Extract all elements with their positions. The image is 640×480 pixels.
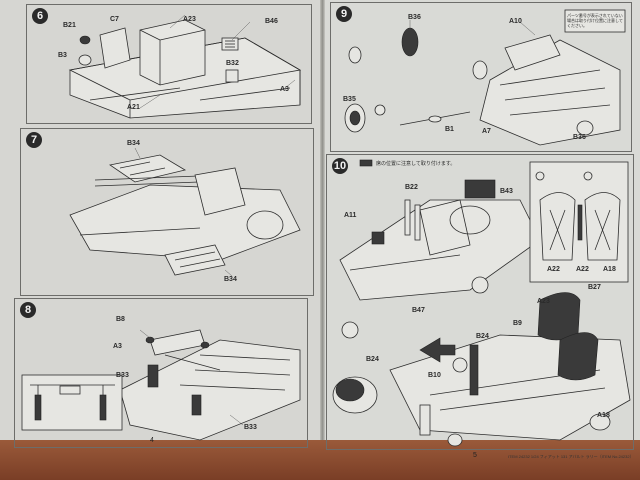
part-label: A23 [183, 16, 196, 23]
table-surface [0, 440, 640, 480]
step-9-panel [330, 2, 632, 152]
step-7-chassis [69, 147, 301, 277]
step-9-note: パーツ番号が表示されていない場合は取り付け位置に注意してください。 [567, 13, 623, 28]
part-label: B22 [405, 184, 418, 191]
step-9-chassis [344, 20, 621, 146]
part-label: B47 [412, 307, 425, 314]
step-8-badge: 8 [20, 302, 36, 318]
part-label: B10 [428, 372, 441, 379]
part-label: B43 [500, 188, 513, 195]
part-label: B36 [408, 14, 421, 21]
step-7-panel [20, 128, 314, 296]
step-10-note: 席の位置に注意して取り付けます。 [376, 161, 456, 167]
part-label: A18 [603, 266, 616, 273]
left-page-number: 4 [150, 437, 154, 444]
part-label: C7 [110, 16, 119, 23]
part-label: B1 [445, 126, 454, 133]
part-label: A22 [576, 266, 589, 273]
step-10-seat-diagrams [535, 171, 621, 261]
part-label: B24 [366, 356, 379, 363]
part-label: A22 [547, 266, 560, 273]
step-8-inset-drawing [30, 384, 115, 421]
part-label: B3 [58, 52, 67, 59]
part-label: B24 [476, 333, 489, 340]
part-label: A3 [113, 343, 122, 350]
step-6-panel [26, 4, 312, 124]
part-label: A10 [509, 18, 522, 25]
part-label: B34 [224, 276, 237, 283]
part-label: B9 [513, 320, 522, 327]
direction-arrow [419, 337, 456, 363]
step-10-badge: 10 [332, 158, 348, 174]
part-label: A7 [482, 128, 491, 135]
part-label: B36 [573, 134, 586, 141]
step-8-panel [14, 298, 308, 448]
step-8-suspension [119, 329, 301, 441]
step-9-badge: 9 [336, 6, 352, 22]
step-7-badge: 7 [26, 132, 42, 148]
right-page-number: 5 [473, 452, 477, 459]
part-label: B46 [265, 18, 278, 25]
part-label: B8 [116, 316, 125, 323]
part-label: B34 [127, 140, 140, 147]
part-label: B35 [343, 96, 356, 103]
step-10-panel [326, 154, 634, 450]
step-9-callout-box [564, 9, 626, 33]
part-label: A3 [280, 86, 289, 93]
part-label: B32 [226, 60, 239, 67]
step-6-badge: 6 [32, 8, 48, 24]
step-10-chassis [339, 179, 541, 339]
part-label: A11 [344, 212, 357, 219]
part-label: B33 [116, 372, 129, 379]
part-label: A23 [537, 298, 550, 305]
part-label: B21 [63, 22, 76, 29]
part-label: A18 [597, 412, 610, 419]
step-10-note-arrow [359, 159, 373, 167]
part-label: A21 [127, 104, 140, 111]
part-label: B33 [244, 424, 257, 431]
step-6-chassis [68, 14, 302, 119]
step-10-lower-chassis [332, 292, 631, 447]
page-fold [320, 0, 325, 470]
footer-text: ITEM 24232 1/24 フィアット 131 アバルト ラリー（ITEM … [508, 454, 634, 459]
part-label: B27 [588, 284, 601, 291]
